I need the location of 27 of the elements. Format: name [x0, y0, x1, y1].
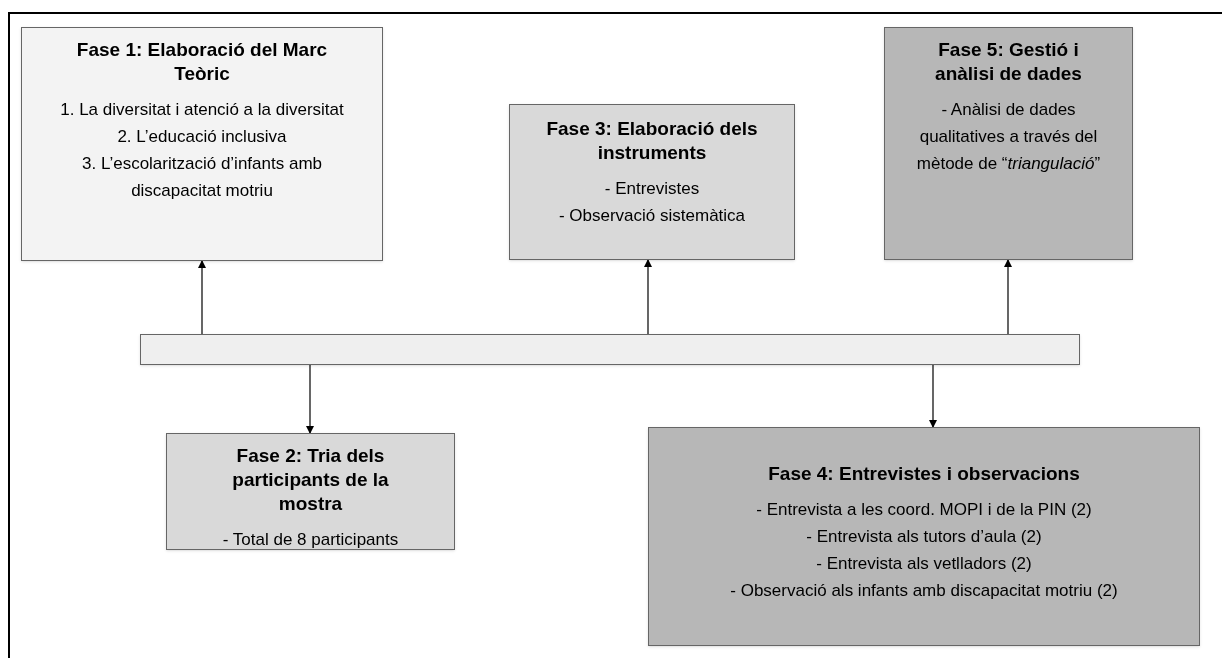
phase-box: [648, 427, 1200, 646]
phase-title: Fase 5: Gestió i anàlisi de dades: [934, 38, 1083, 86]
phase-box: [509, 104, 795, 260]
phase-title: Fase 2: Tria dels participants de la mostra: [231, 444, 390, 516]
timeline-bar: [140, 334, 1080, 365]
phase-item: - Observació als infants amb discapacitat motriu (2): [729, 580, 1119, 602]
phase-item: - Entrevista als vetlladors (2): [815, 553, 1033, 575]
phase-title: Fase 3: Elaboració dels instruments: [545, 117, 759, 165]
phase-title: Fase 4: Entrevistes i observacions: [767, 462, 1081, 486]
phase-box: [884, 27, 1133, 260]
phase-item: - Observació sistemàtica: [557, 205, 747, 227]
phase-item: - Total de 8 participants: [221, 529, 400, 551]
arrow: [198, 260, 206, 335]
phase-item: 1. La diversitat i atenció a la diversitat: [59, 99, 345, 121]
arrow: [929, 364, 937, 428]
phase-box: [166, 433, 455, 550]
phase-item: - Anàlisi de dades qualitatives a través del mètode de “triangulació”: [915, 99, 1102, 175]
phase-title: Fase 1: Elaboració del Marc Teòric: [75, 38, 329, 86]
phase-box: [21, 27, 383, 261]
arrow: [644, 259, 652, 335]
arrow: [1004, 259, 1012, 335]
arrow: [306, 364, 314, 434]
phase-item: - Entrevistes: [603, 178, 701, 200]
phase-item: - Entrevista a les coord. MOPI i de la PIN (2): [755, 499, 1093, 521]
phase-item: 2. L’educació inclusiva: [116, 126, 288, 148]
phase-item: 3. L’escolarització d’infants amb discapacitat motriu: [81, 153, 323, 202]
phase-item: - Entrevista als tutors d’aula (2): [805, 526, 1043, 548]
